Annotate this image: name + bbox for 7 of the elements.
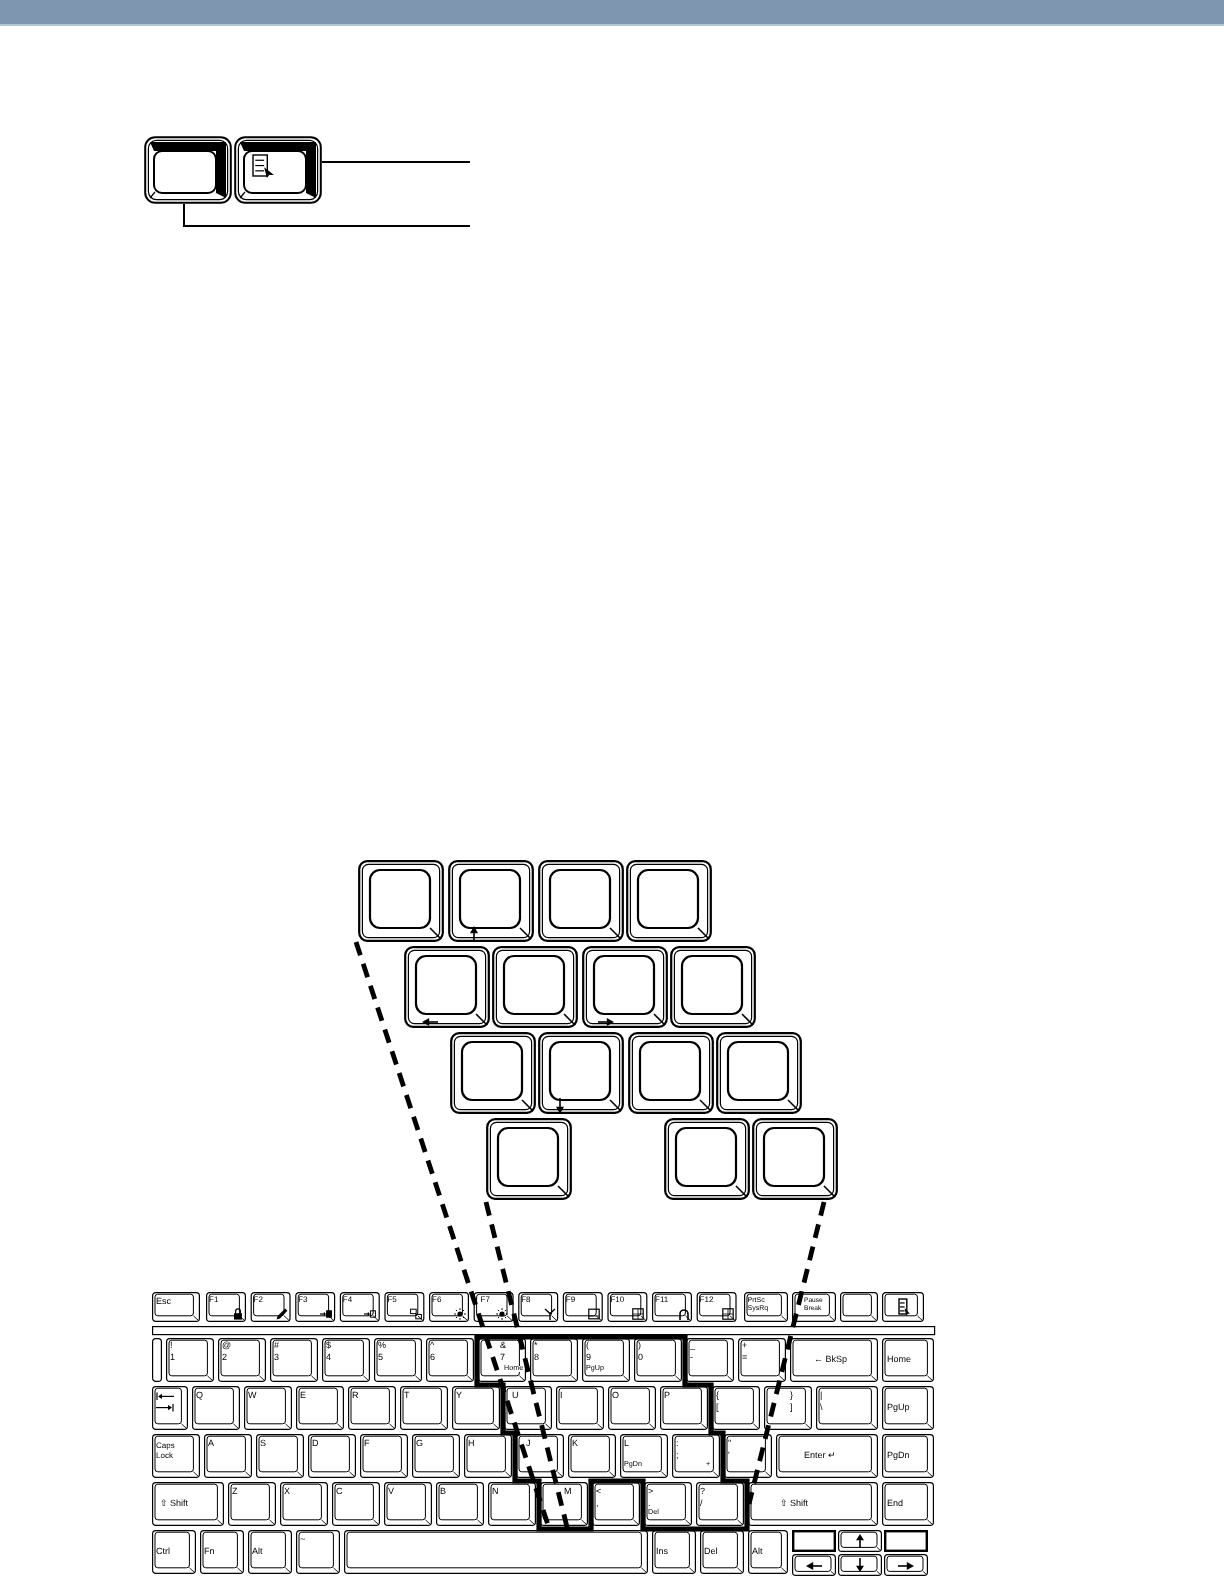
highlight-outline — [473, 1333, 749, 1531]
guide-line — [483, 1201, 571, 1532]
keycap — [144, 136, 232, 204]
keycap — [234, 136, 322, 204]
leader-line — [321, 161, 471, 163]
leader-line — [183, 203, 471, 227]
guide-line — [746, 1201, 827, 1505]
